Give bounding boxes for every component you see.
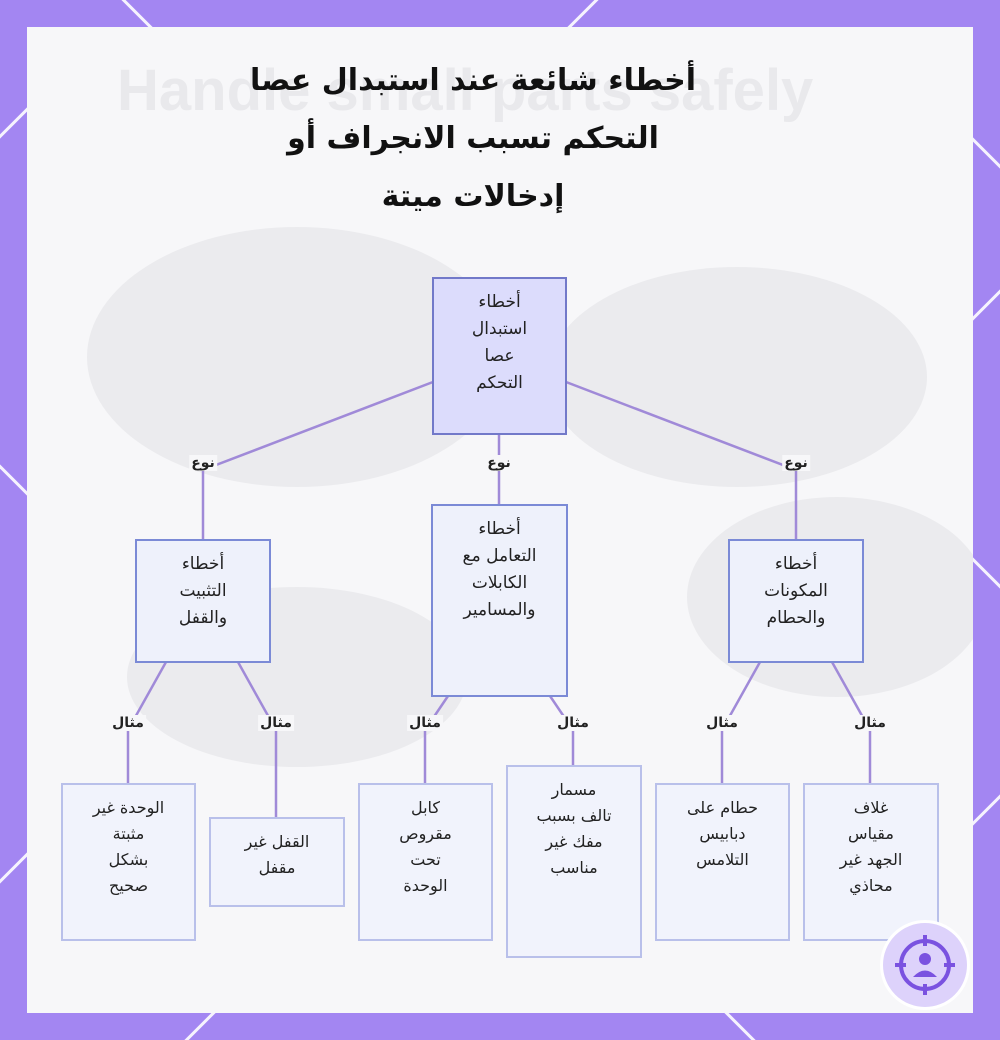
edge-mounting-ex2	[236, 661, 278, 818]
category-node-mounting: أخطاء التثبيت والقفل	[135, 539, 271, 663]
root-node: أخطاء استبدال عصا التحكم	[432, 277, 567, 435]
example-node-unit-not-seated: الوحدة غير مثبتة بشكل صحيح	[61, 783, 196, 941]
background-watermark: Handle small parts safely	[117, 58, 814, 123]
edge-cables-ex2	[548, 695, 575, 766]
edge-root-components	[565, 380, 798, 540]
title-line-3: إدخالات ميتة	[381, 179, 565, 214]
edge-label-example-4: مثال	[555, 715, 591, 731]
edge-label-example-5: مثال	[704, 715, 740, 731]
example-node-debris-on-pins: حطام على دبابيس التلامس	[655, 783, 790, 941]
edge-label-example-2: مثال	[258, 715, 294, 731]
example-node-misaligned-pot: غلاف مقياس الجهد غير محاذي	[803, 783, 939, 941]
title-line-2: التحكم تسبب الانجراف أو	[287, 121, 659, 156]
edge-label-type-components: نوع	[782, 455, 810, 471]
category-node-components: أخطاء المكونات والحطام	[728, 539, 864, 663]
example-node-lock-not-locked: القفل غير مقفل	[209, 817, 345, 907]
edge-label-example-6: مثال	[852, 715, 888, 731]
edge-label-example-1: مثال	[110, 715, 146, 731]
example-node-pinched-cable: كابل مقروص تحت الوحدة	[358, 783, 493, 941]
category-node-cables: أخطاء التعامل مع الكابلات والمسامير	[431, 504, 568, 697]
edge-label-type-cables: نوع	[485, 455, 513, 471]
target-person-icon	[880, 920, 970, 1010]
edge-cables-ex1	[423, 695, 450, 784]
edge-label-type-mounting: نوع	[189, 455, 217, 471]
title-line-1: أخطاء شائعة عند استبدال عصا	[250, 63, 696, 98]
page-title: أخطاء شائعة عند استبدال عصا التحكم تسبب …	[150, 52, 796, 226]
edge-label-example-3: مثال	[407, 715, 443, 731]
example-node-stripped-screw: مسمار تالف بسبب مفك غير مناسب	[506, 765, 642, 958]
edge-root-mounting	[201, 380, 434, 540]
